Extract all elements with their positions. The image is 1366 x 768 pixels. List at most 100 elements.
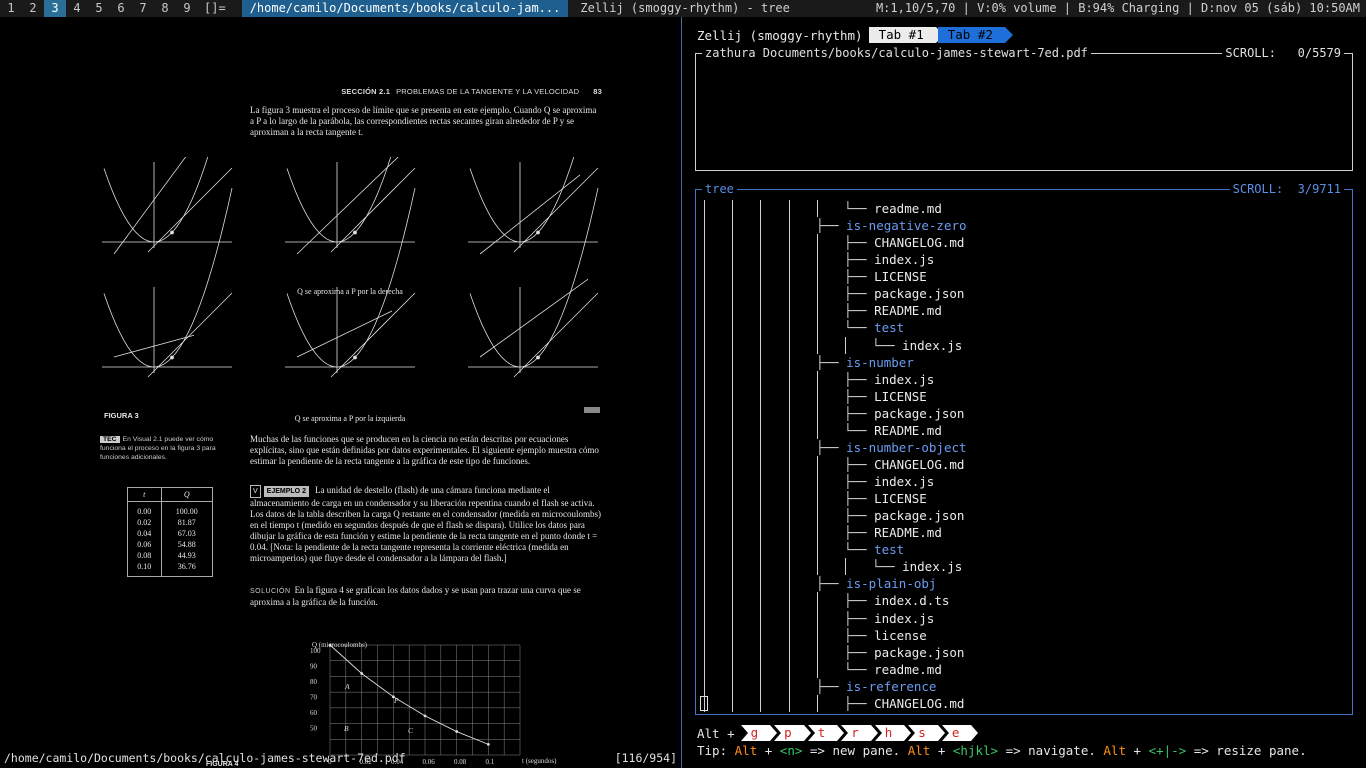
tree-row: ├── LICENSE <box>700 268 1340 286</box>
tree-file: ├── package.json <box>844 644 964 661</box>
key-r[interactable]: r <box>841 725 878 741</box>
tree-guide <box>817 592 818 610</box>
layout-indicator[interactable]: []= <box>204 1 226 15</box>
tree-row: ├── is-number <box>700 353 1340 371</box>
tree-guide <box>789 319 790 337</box>
tab-2[interactable]: Tab #2 <box>937 27 1014 43</box>
tree-file: └── index.js <box>872 337 962 354</box>
tree-guide <box>760 626 761 644</box>
tree-guide <box>817 524 818 542</box>
secant-line <box>479 278 589 358</box>
tree-file: ├── CHANGELOG.md <box>844 695 964 712</box>
secant-line <box>113 157 187 255</box>
key-s[interactable]: s <box>908 725 945 741</box>
tree-row: └── README.md <box>700 421 1340 439</box>
workspace-7[interactable]: 7 <box>139 1 147 15</box>
tree-guide <box>732 234 733 252</box>
tree-entry-name: test <box>874 542 905 558</box>
tangent-line <box>513 292 599 378</box>
tec-badge: TEC <box>100 436 120 443</box>
key-t[interactable]: t <box>807 725 844 741</box>
tree-guide <box>732 438 733 456</box>
tree-guide <box>760 302 761 320</box>
y-tick-label: 60 <box>310 709 318 717</box>
tree-entry-name: LICENSE <box>874 269 927 285</box>
key-g[interactable]: g <box>740 725 777 741</box>
tree-guide <box>817 541 818 559</box>
workspace-3[interactable]: 3 <box>44 0 66 17</box>
y-tick-label: 100 <box>310 647 321 655</box>
workspace-5[interactable]: 5 <box>95 1 103 15</box>
tree-guide <box>732 507 733 525</box>
workspace-4[interactable]: 4 <box>73 1 81 15</box>
tree-row: ├── package.json <box>700 643 1340 661</box>
tree-guide <box>732 694 733 712</box>
tree-guide <box>704 251 705 269</box>
tree-row: ├── package.json <box>700 285 1340 303</box>
tree-guide <box>704 609 705 627</box>
tree-entry-name: package.json <box>874 508 965 524</box>
table-cell: 0.00 <box>127 501 162 517</box>
zellij-pane[interactable]: Zellij (smoggy-rhythm) Tab #1 Tab #2 zat… <box>683 17 1366 768</box>
tree-guide <box>817 626 818 644</box>
tree-file: └── index.js <box>872 558 962 575</box>
tree-guide <box>817 490 818 508</box>
tree-guide <box>704 473 705 491</box>
tangent-line <box>147 167 233 253</box>
paragraph-2: Muchas de las funciones que se producen … <box>250 434 599 466</box>
x-tick-label: 0.04 <box>391 758 404 766</box>
tree-guide <box>704 507 705 525</box>
tree-guide <box>760 353 761 371</box>
x-tick-label: 0 <box>328 758 332 766</box>
caption-right: Q se aproxima a P por la derecha <box>297 287 403 296</box>
tip-action: => navigate. <box>998 743 1104 758</box>
point-label: B <box>344 724 349 733</box>
workspace-8[interactable]: 8 <box>161 1 169 15</box>
tree-guide <box>789 643 790 661</box>
tree-guide <box>789 421 790 439</box>
tree-guide <box>704 592 705 610</box>
key-h[interactable]: h <box>874 725 911 741</box>
workspace-1[interactable]: 1 <box>7 1 15 15</box>
tree-guide <box>732 524 733 542</box>
table-cell: 67.03 <box>177 529 196 538</box>
tree-guide <box>732 370 733 388</box>
tree-guide <box>760 421 761 439</box>
tree-guide <box>760 507 761 525</box>
tip-label: Tip: <box>697 743 728 758</box>
tree-row: └── readme.md <box>700 660 1340 678</box>
header-section: SECCIÓN 2.1 <box>341 87 391 96</box>
tree-pane-frame[interactable]: tree SCROLL: 3/9711 └── readme.md├── is-… <box>695 181 1353 715</box>
tree-row: ├── index.js <box>700 251 1340 269</box>
secant-line <box>113 334 195 358</box>
tree-guide <box>704 302 705 320</box>
tree-guide <box>704 575 705 593</box>
workspace-2[interactable]: 2 <box>29 1 37 15</box>
tip-key: <hjkl> <box>952 743 999 758</box>
workspace-6[interactable]: 6 <box>117 1 125 15</box>
key-e[interactable]: e <box>941 725 978 741</box>
key-p[interactable]: p <box>774 725 811 741</box>
point-p <box>353 355 357 360</box>
tip-plus: + <box>757 743 780 758</box>
window-path-title[interactable]: /home/camilo/Documents/books/calculo-jam… <box>241 0 569 17</box>
zellij-tab-bar: Zellij (smoggy-rhythm) Tab #1 Tab #2 <box>697 27 1014 43</box>
page-number: 83 <box>593 87 602 96</box>
workspace-9[interactable]: 9 <box>183 1 191 15</box>
zathura-pane-frame[interactable]: zathura Documents/books/calculo-james-st… <box>695 45 1353 171</box>
tree-guide <box>732 626 733 644</box>
tree-entry-name: index.js <box>874 371 935 387</box>
table-cell: 0.02 <box>127 517 162 528</box>
figure-4-chart: Q (microcoulombs)t (segundos)10090807060… <box>310 641 557 766</box>
tree-branch: ├── <box>844 405 875 421</box>
tab-1[interactable]: Tab #1 <box>868 27 944 43</box>
tree-guide <box>704 438 705 456</box>
tree-guide <box>789 217 790 235</box>
tree-guide <box>704 336 705 354</box>
tree-guide <box>732 541 733 559</box>
tree-entry-name: is-plain-obj <box>846 576 937 592</box>
tree-guide <box>789 336 790 354</box>
